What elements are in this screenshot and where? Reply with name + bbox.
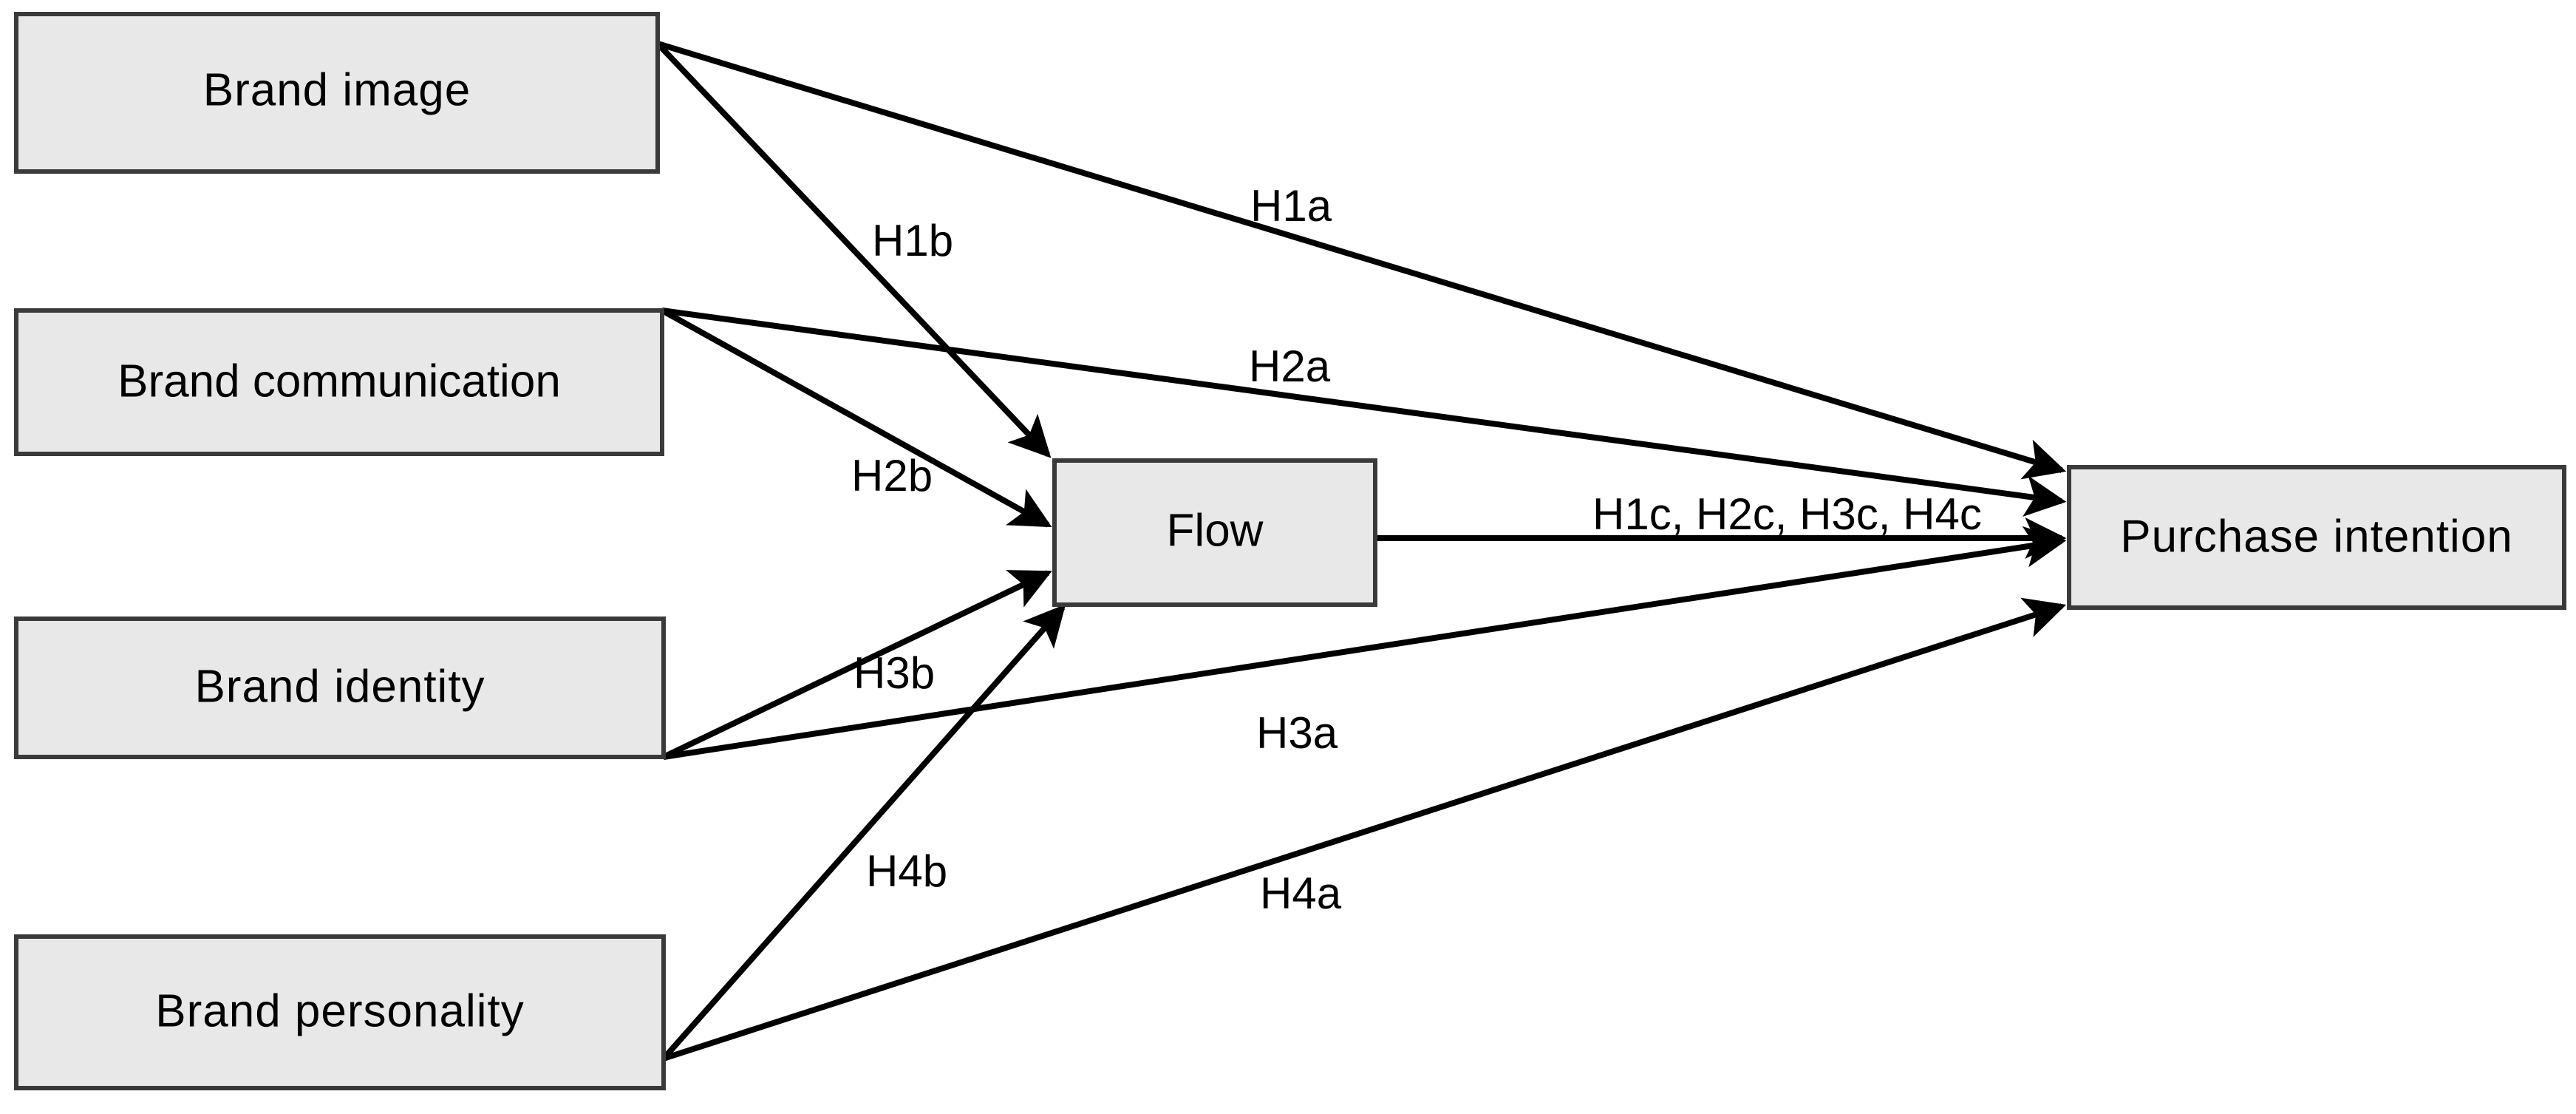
path-label-h3a: H3a xyxy=(1256,708,1338,758)
node-brand-image[interactable]: Brand image xyxy=(14,12,660,174)
path-line-h4a xyxy=(662,597,2067,1062)
path-label-h1b: H1b xyxy=(872,216,953,265)
node-label-brand-communication: Brand communication xyxy=(117,356,561,407)
node-brand-communication[interactable]: Brand communication xyxy=(14,308,664,456)
path-line-h2b xyxy=(661,308,1052,528)
path-line-h1b xyxy=(655,41,1052,458)
node-box-brand-personality[interactable] xyxy=(14,934,666,1090)
node-label-flow: Flow xyxy=(1167,505,1264,556)
path-label-h1a: H1a xyxy=(1250,181,1332,231)
node-purchase-intention[interactable]: Purchase intention xyxy=(2067,465,2566,610)
path-line-h3a xyxy=(663,526,2067,760)
path-line-h3b xyxy=(662,570,1052,760)
path-line-h1a xyxy=(656,41,2067,480)
path-label-h2b: H2b xyxy=(851,451,933,500)
path-label-h2a: H2a xyxy=(1249,342,1331,391)
node-box-brand-identity[interactable] xyxy=(14,617,666,759)
path-line-h2a xyxy=(661,308,2067,517)
path-lines-group xyxy=(655,41,2067,1062)
node-brand-personality[interactable]: Brand personality xyxy=(14,934,666,1090)
node-flow[interactable]: Flow xyxy=(1052,458,1377,607)
path-label-h4b: H4b xyxy=(866,846,947,896)
path-label-h4a: H4a xyxy=(1260,869,1342,918)
path-line-h4b xyxy=(661,604,1066,1061)
path-label-h3b: H3b xyxy=(853,648,935,698)
node-label-purchase-intention: Purchase intention xyxy=(2120,511,2513,562)
node-box-brand-communication[interactable] xyxy=(14,308,664,456)
node-label-brand-identity: Brand identity xyxy=(194,661,485,712)
path-labels-group: H1a H1b H2a H2b H3a H3b H4a H4b H1c, H2c… xyxy=(851,181,1982,918)
path-label-hc: H1c, H2c, H3c, H4c xyxy=(1592,489,1982,539)
node-box-brand-image[interactable] xyxy=(14,12,660,174)
node-label-brand-personality: Brand personality xyxy=(155,985,525,1036)
node-box-flow[interactable] xyxy=(1052,458,1377,607)
node-box-purchase-intention[interactable] xyxy=(2067,465,2566,610)
node-label-brand-image: Brand image xyxy=(203,64,471,115)
node-brand-identity[interactable]: Brand identity xyxy=(14,617,666,759)
